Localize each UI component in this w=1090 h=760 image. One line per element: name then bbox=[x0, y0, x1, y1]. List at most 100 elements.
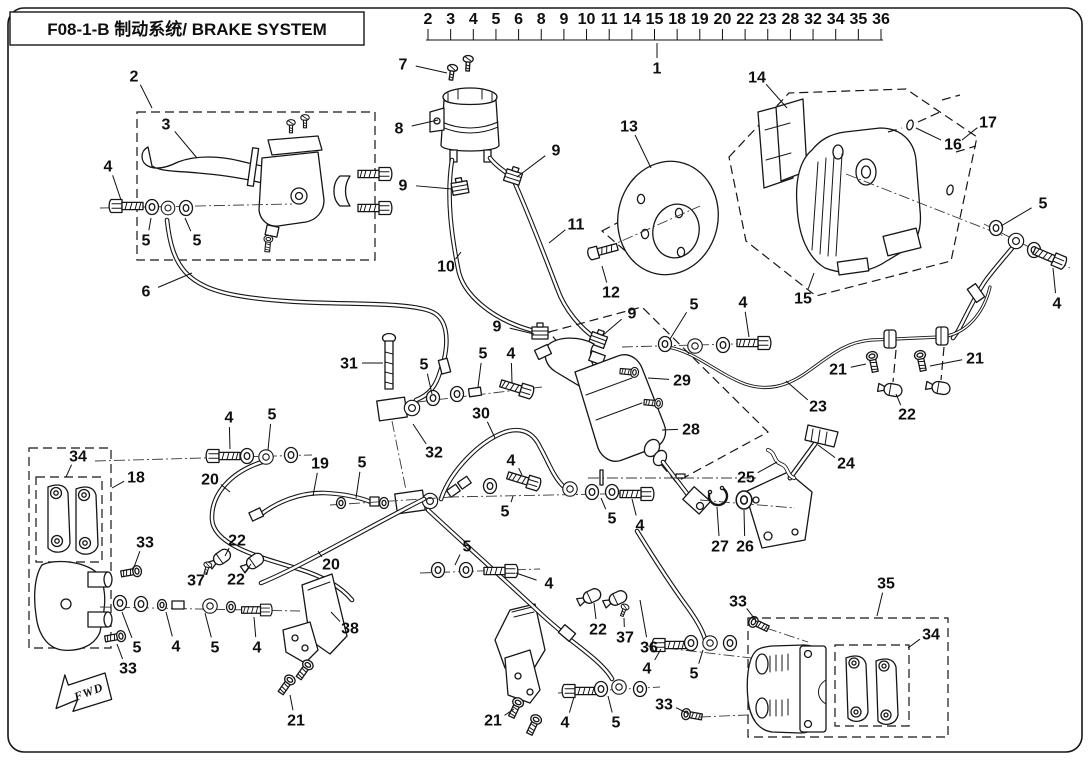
callout-label: 15 bbox=[794, 291, 812, 308]
callout-label: 5 bbox=[501, 504, 510, 521]
callout-label: 4 bbox=[1053, 296, 1062, 313]
reference-number: 3 bbox=[446, 11, 455, 28]
callout-leader bbox=[961, 127, 978, 141]
callout-leader bbox=[515, 572, 537, 581]
callout-label: 5 bbox=[420, 357, 429, 374]
front-brake-hose-6 bbox=[164, 217, 452, 403]
front-left-caliper-assembly bbox=[28, 446, 313, 651]
callout-label: 8 bbox=[395, 121, 404, 138]
page-title: F08-1-B 制动系统/ BRAKE SYSTEM bbox=[47, 19, 327, 39]
fwd-arrow: FWD bbox=[55, 672, 113, 713]
callout-label: 17 bbox=[979, 115, 997, 132]
callout-leader bbox=[220, 484, 231, 493]
callout-leader bbox=[426, 373, 433, 395]
callout-leader bbox=[174, 131, 198, 159]
callout-label: 38 bbox=[341, 621, 359, 638]
callout-label: 28 bbox=[682, 422, 700, 439]
callout-label: 13 bbox=[620, 119, 638, 136]
reservoir-hoses bbox=[447, 155, 610, 350]
reference-number: 15 bbox=[646, 11, 664, 28]
callout-leader bbox=[289, 694, 294, 711]
reference-number: 8 bbox=[537, 11, 546, 28]
front-master-cylinder-assembly bbox=[99, 111, 393, 261]
callout-leader bbox=[639, 599, 648, 638]
callout-label: 4 bbox=[739, 295, 748, 312]
callout-label: 5 bbox=[358, 455, 367, 472]
callout-label: 21 bbox=[287, 713, 305, 730]
callout-leader bbox=[607, 695, 613, 713]
hose-19-group bbox=[248, 490, 453, 522]
front-guard-38 bbox=[275, 573, 348, 697]
rear-caliper-body bbox=[795, 127, 922, 276]
callout-leader bbox=[631, 498, 637, 516]
callout-label: 10 bbox=[437, 259, 455, 276]
callout-leader bbox=[716, 506, 720, 537]
callout-label: 5 bbox=[690, 297, 699, 314]
reference-number: 22 bbox=[736, 11, 754, 28]
callout-leader bbox=[312, 472, 318, 497]
callout-leader bbox=[116, 643, 124, 660]
pedal-circlip bbox=[707, 486, 729, 507]
callout-leader bbox=[516, 155, 546, 178]
reference-number: 34 bbox=[827, 11, 845, 28]
callout-leader bbox=[518, 467, 523, 476]
disc-bolt bbox=[587, 242, 619, 261]
callout-label: 12 bbox=[602, 285, 620, 302]
callout-leader bbox=[698, 649, 704, 664]
callout-leader bbox=[785, 380, 809, 401]
callout-leader bbox=[139, 84, 153, 109]
callout-leader bbox=[895, 393, 902, 406]
callout-label: 22 bbox=[898, 407, 916, 424]
reference-number: 6 bbox=[514, 11, 523, 28]
callout-label: 4 bbox=[225, 410, 234, 427]
callout-label: 34 bbox=[922, 627, 940, 644]
callout-label: 2 bbox=[130, 69, 139, 86]
callout-label: 5 bbox=[133, 640, 142, 657]
callout-leader bbox=[415, 65, 448, 74]
callout-label: 32 bbox=[425, 445, 443, 462]
title-box: F08-1-B 制动系统/ BRAKE SYSTEM bbox=[9, 11, 365, 46]
callout-label: 35 bbox=[877, 576, 895, 593]
callout-label: 24 bbox=[837, 456, 855, 473]
callout-leader bbox=[510, 362, 513, 384]
callout-leader bbox=[267, 423, 272, 451]
callout-label: 3 bbox=[162, 117, 171, 134]
hose-junction bbox=[376, 332, 543, 515]
callout-leader bbox=[504, 708, 515, 716]
callout-leader bbox=[634, 134, 652, 169]
callout-leader bbox=[1052, 267, 1057, 294]
reference-number: 23 bbox=[759, 11, 777, 28]
callout-label: 36 bbox=[640, 640, 658, 657]
callout-label: 33 bbox=[729, 594, 747, 611]
callout-label: 20 bbox=[201, 472, 219, 489]
callout-label: 23 bbox=[809, 399, 827, 416]
callout-label: 9 bbox=[552, 143, 561, 160]
reference-number: 4 bbox=[469, 11, 478, 28]
callout-label: 4 bbox=[507, 346, 516, 363]
callout-label: 34 bbox=[69, 449, 87, 466]
hose-30-group bbox=[438, 427, 656, 502]
callout-label: 21 bbox=[484, 713, 502, 730]
callout-label: 5 bbox=[193, 233, 202, 250]
rear-brake-pads bbox=[757, 98, 808, 189]
callout-leader bbox=[601, 318, 623, 337]
callout-leader bbox=[165, 611, 173, 637]
hose-36 bbox=[635, 529, 707, 641]
callout-leader bbox=[907, 638, 921, 649]
callout-label: 1 bbox=[653, 61, 662, 78]
center-hoses bbox=[419, 507, 809, 723]
callout-leader bbox=[204, 612, 212, 638]
callout-label: 4 bbox=[253, 640, 262, 657]
callout-label: 18 bbox=[127, 470, 145, 487]
reference-number: 2 bbox=[424, 11, 433, 28]
callout-leader bbox=[111, 480, 125, 489]
callout-label: 21 bbox=[829, 362, 847, 379]
callout-leader bbox=[807, 272, 815, 290]
callout-leader bbox=[244, 563, 252, 573]
rear-caliper-bottom-body bbox=[746, 644, 827, 734]
callout-label: 27 bbox=[711, 539, 729, 556]
callout-leader bbox=[65, 464, 73, 478]
callout-leader bbox=[600, 497, 607, 510]
rear-brake-hose bbox=[951, 245, 1015, 340]
guard-39 bbox=[494, 603, 546, 737]
